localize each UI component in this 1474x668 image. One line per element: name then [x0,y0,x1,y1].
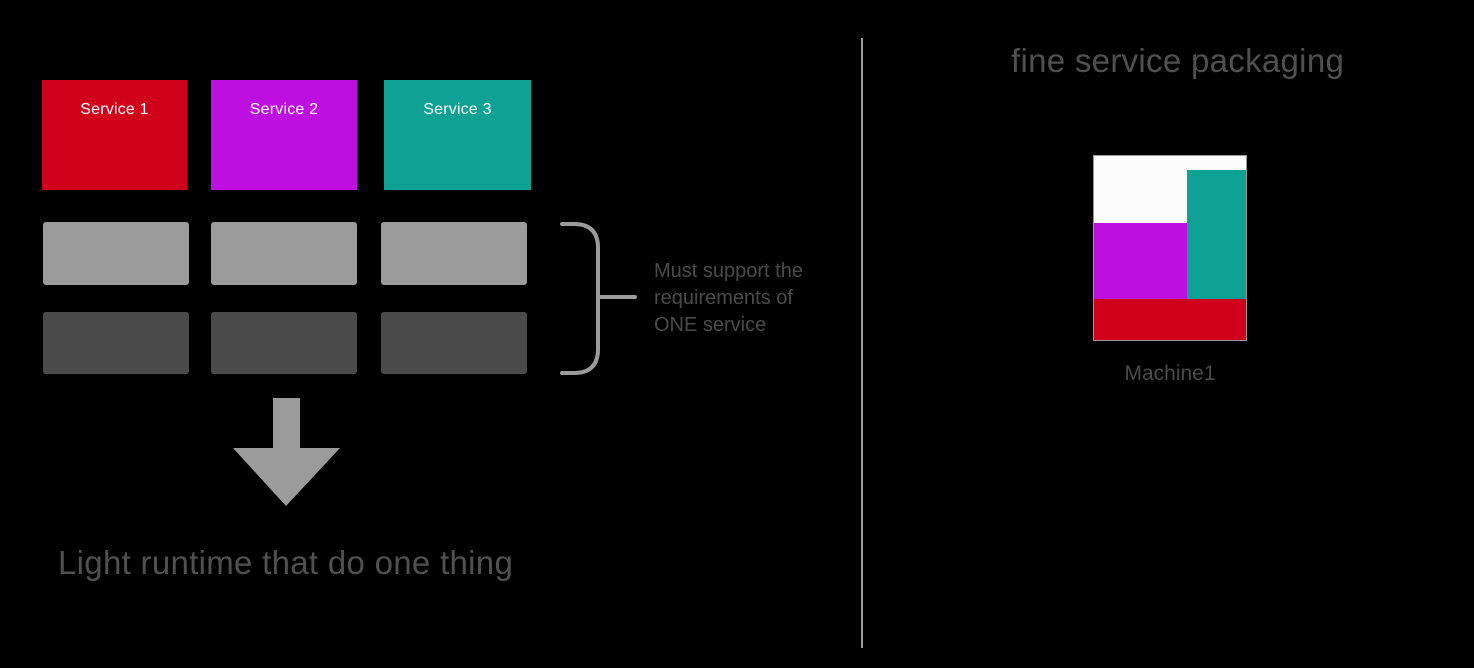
service-box-label: Service 1 [80,101,149,118]
down-arrow-icon [233,398,340,506]
machine-box [1093,155,1247,341]
caption: Light runtime that do one thing [58,544,514,581]
runtime-box [43,222,189,285]
service-box-1: Service 1 [42,80,187,190]
bracket-note: Must support the requirements of ONE ser… [654,258,803,339]
machine-label: Machine1 [1124,362,1216,385]
runtime-box [211,222,357,285]
bracket-note-line: requirements of [654,287,793,309]
machine-block-magenta [1094,223,1187,299]
section-divider [861,38,863,648]
brace-bracket-path [560,222,637,375]
runtime-box [43,312,189,374]
machine-block-red [1094,299,1246,340]
machine-block-teal [1187,170,1246,299]
service-box-label: Service 2 [249,101,319,118]
service-box-3: Service 3 [384,80,531,190]
runtime-box [211,312,357,374]
right-panel-title: fine service packaging [1011,42,1345,79]
runtime-box [381,312,527,374]
down-arrow-shape [233,398,340,506]
runtime-box [381,222,527,285]
bracket-note-line: ONE service [654,314,767,336]
bracket-note-line: Must support the [654,260,803,282]
brace-bracket-icon [560,222,637,375]
service-box-2: Service 2 [211,80,357,190]
service-box-label: Service 3 [423,101,492,118]
